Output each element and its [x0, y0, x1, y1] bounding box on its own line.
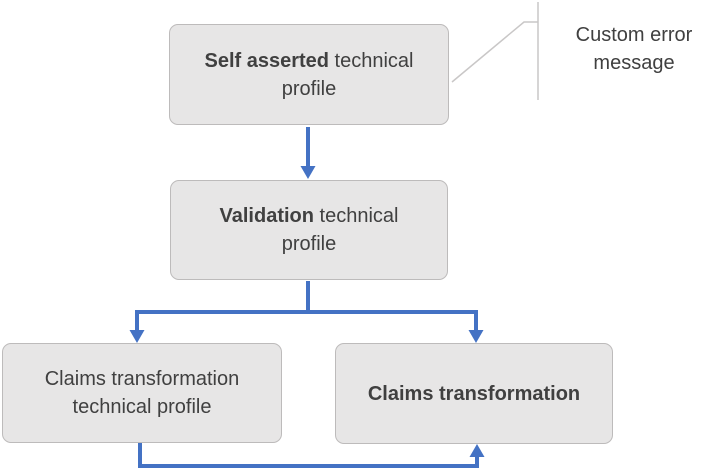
- node-label-bold: Claims transformation: [367, 382, 581, 405]
- node-label-bold: Validation: [219, 205, 314, 227]
- arrowhead-down-claims-tp: [129, 330, 145, 343]
- connector-validation-branch: [135, 281, 478, 330]
- node-label-line: profile: [281, 233, 337, 255]
- node-label-line: Claims transformation: [368, 380, 580, 408]
- node-label-rest: technical: [313, 205, 399, 227]
- node-claims-transformation: Claims transformation: [335, 343, 613, 444]
- callout-custom-error-message: Custom error message: [548, 21, 720, 77]
- arrowhead-up-claims-transformation: [469, 444, 485, 457]
- node-label-bold: Self asserted: [204, 49, 329, 72]
- arrowhead-down-validation: [300, 166, 316, 179]
- node-label-line: Self asserted technical: [204, 47, 413, 75]
- node-validation-technical-profile: Validation technical profile: [170, 180, 448, 280]
- arrowhead-down-claims-transformation: [468, 330, 484, 343]
- node-label-line: Validation technical: [220, 202, 399, 230]
- node-label-line: profile: [281, 77, 337, 100]
- node-label-line: technical profile: [72, 396, 212, 418]
- callout-line1: Custom error: [575, 24, 693, 46]
- callout-line2: message: [593, 52, 675, 74]
- connector-claims-tp-to-claims-transformation: [138, 441, 479, 468]
- callout-leader-line: [451, 21, 538, 83]
- node-label-line: Claims transformation: [44, 368, 240, 390]
- node-label-rest: technical: [329, 49, 414, 72]
- node-claims-transformation-technical-profile: Claims transformation technical profile: [2, 343, 282, 443]
- node-self-asserted-technical-profile: Self asserted technical profile: [169, 24, 449, 125]
